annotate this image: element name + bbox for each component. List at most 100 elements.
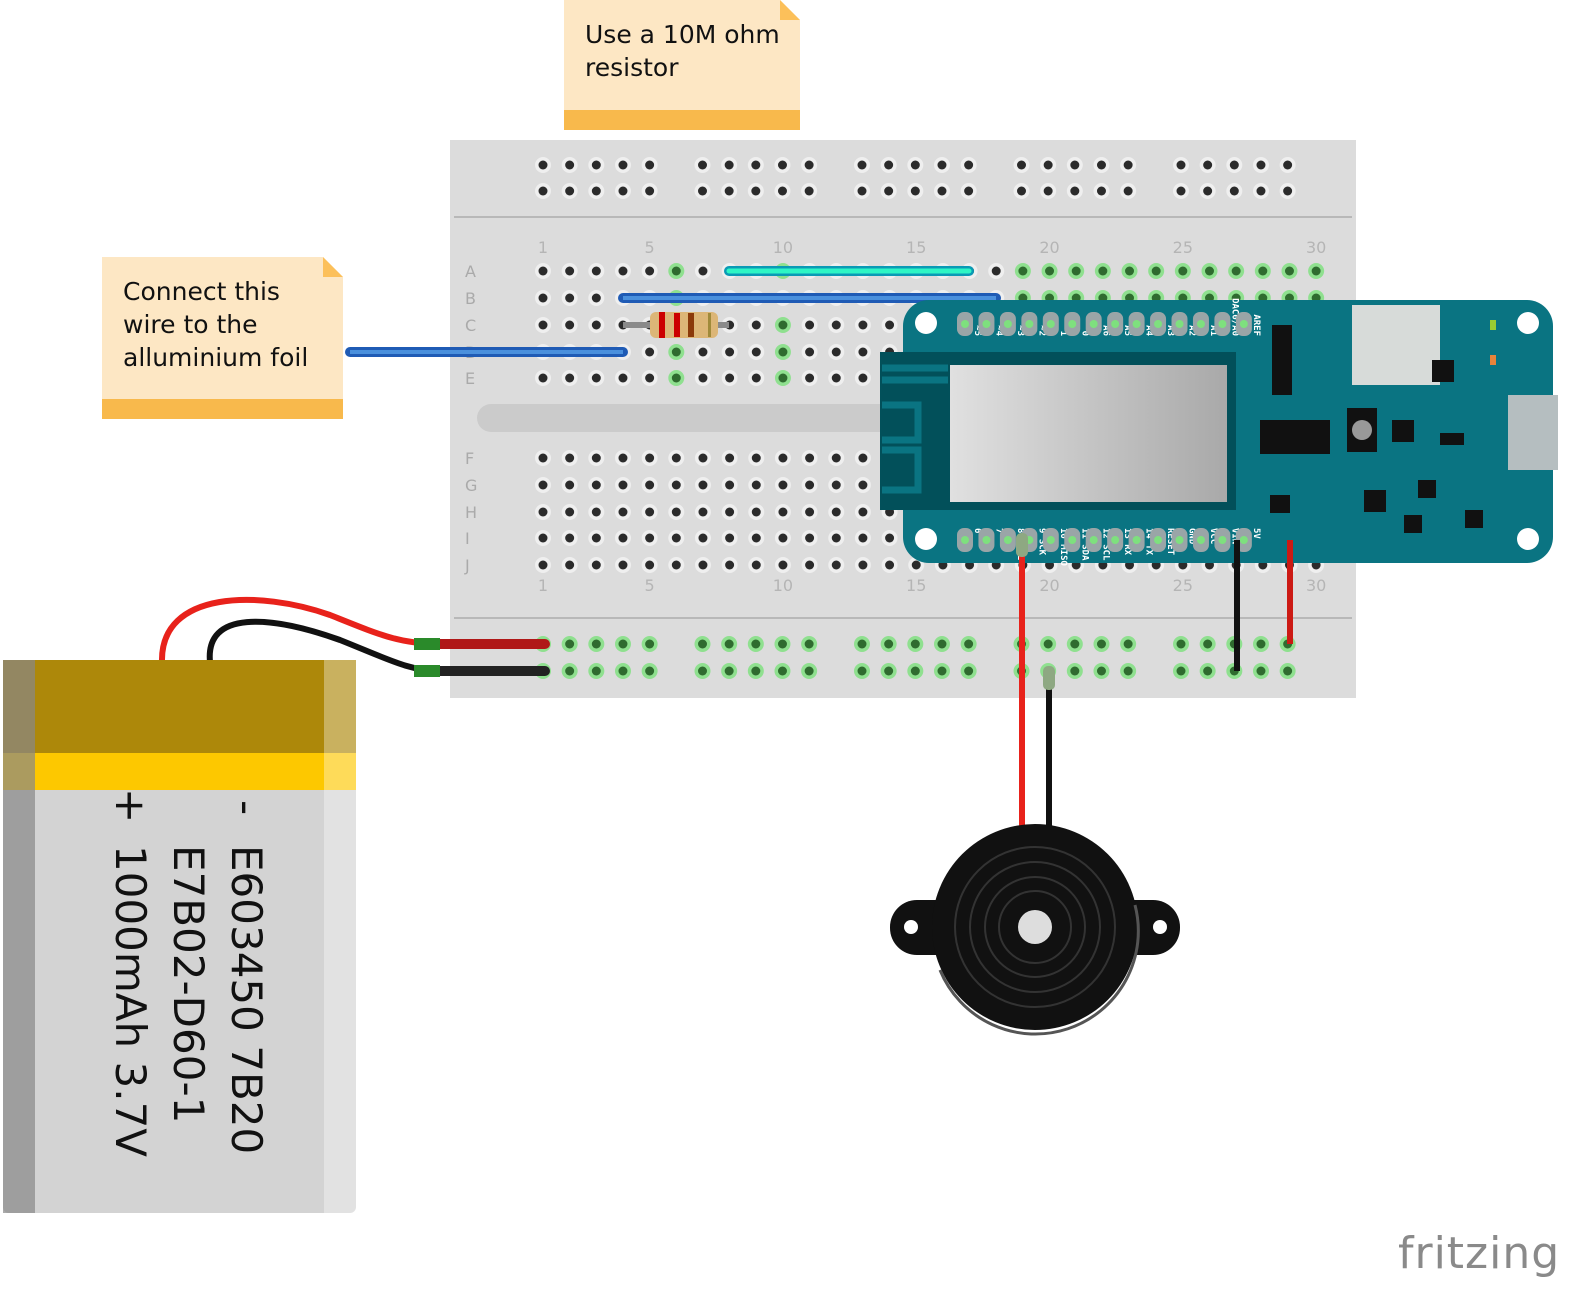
row-label: G — [465, 476, 477, 495]
hole-center — [1096, 639, 1106, 649]
hole-center — [671, 266, 681, 276]
hole-center — [1070, 160, 1080, 170]
hole-center — [778, 560, 788, 570]
hole-center — [885, 560, 895, 570]
hole-center — [565, 320, 575, 330]
hole-center — [698, 480, 708, 490]
hole-center — [1231, 266, 1241, 276]
hole-center — [725, 560, 735, 570]
piezo-buzzer[interactable] — [890, 824, 1180, 1036]
pin-label: 7 — [993, 528, 1003, 533]
hole-center — [725, 507, 735, 517]
pin-pad — [1068, 536, 1077, 544]
hole-center — [1284, 266, 1294, 276]
hole-center — [1070, 666, 1080, 676]
column-label: 20 — [1039, 238, 1059, 257]
pin-label: ~4 — [993, 325, 1003, 336]
hole-center — [618, 666, 628, 676]
hole-center — [538, 160, 548, 170]
hole-center — [591, 560, 601, 570]
hole-center — [565, 453, 575, 463]
pin-pad — [1239, 536, 1248, 544]
note-foil-text: Connect this wire to the alluminium foil — [123, 277, 309, 372]
hole-center — [1045, 266, 1055, 276]
hole-center — [831, 373, 841, 383]
pin-label: A5 — [1122, 325, 1132, 336]
hole-center — [991, 266, 1001, 276]
hole-center — [778, 480, 788, 490]
hole-center — [698, 347, 708, 357]
hole-center — [1123, 186, 1133, 196]
hole-center — [831, 507, 841, 517]
hole-center — [751, 666, 761, 676]
hole-center — [1096, 186, 1106, 196]
hole-center — [937, 160, 947, 170]
note-resistor-text: Use a 10M ohm resistor — [585, 20, 780, 82]
pin-label: A6 — [1101, 325, 1111, 336]
pin-label: A2 — [1187, 325, 1197, 336]
hole-center — [591, 186, 601, 196]
battery-wire-red[interactable] — [158, 596, 545, 663]
hole-center — [804, 186, 814, 196]
pin-label: A1 — [1208, 325, 1218, 336]
hole-center — [884, 639, 894, 649]
hole-center — [964, 639, 974, 649]
note-foil[interactable]: Connect this wire to the alluminium foil — [102, 257, 343, 419]
note-resistor[interactable]: Use a 10M ohm resistor — [564, 0, 800, 130]
pin-label: ~3 — [1015, 325, 1025, 336]
usb-port[interactable] — [1508, 395, 1558, 470]
hole-center — [698, 453, 708, 463]
column-label: 25 — [1173, 238, 1193, 257]
hole-center — [937, 639, 947, 649]
hole-center — [1203, 666, 1213, 676]
hole-center — [671, 347, 681, 357]
hole-center — [618, 560, 628, 570]
pin-pad — [1132, 320, 1141, 328]
hole-center — [538, 507, 548, 517]
hole-center — [805, 533, 815, 543]
hole-center — [698, 639, 707, 649]
hole-center — [777, 666, 787, 676]
hole-center — [1203, 160, 1213, 170]
pin-pad — [1111, 320, 1120, 328]
hole-center — [618, 507, 628, 517]
breadboard-labels: ABCDEFGHIJ115510101515202025253030 — [464, 238, 1326, 595]
hole-center — [698, 666, 707, 676]
hole-center — [857, 186, 867, 196]
hole-center — [778, 347, 788, 357]
pin-pad — [982, 320, 991, 328]
resistor-10m[interactable] — [623, 312, 729, 338]
hole-center — [1176, 160, 1186, 170]
hole-center — [725, 453, 735, 463]
hole-center — [751, 347, 761, 357]
hole-center — [804, 639, 814, 649]
column-label: 30 — [1306, 576, 1326, 595]
hole-center — [538, 266, 548, 276]
hole-center — [857, 666, 867, 676]
hole-center — [591, 320, 601, 330]
hole-center — [805, 507, 815, 517]
hole-center — [805, 320, 815, 330]
hole-center — [805, 560, 815, 570]
pin-label: 12 SCL — [1101, 528, 1111, 561]
pin-pad — [1046, 536, 1055, 544]
hole-center — [778, 453, 788, 463]
hole-center — [858, 480, 868, 490]
hole-center — [884, 186, 894, 196]
hole-center — [884, 666, 894, 676]
hole-center — [831, 453, 841, 463]
hole-center — [964, 160, 974, 170]
row-label: B — [465, 289, 476, 308]
pin-label: 9 SCK — [1036, 528, 1046, 556]
hole-center — [964, 186, 974, 196]
hole-center — [1018, 266, 1028, 276]
row-label: H — [465, 503, 477, 522]
hole-center — [671, 507, 681, 517]
hole-center — [618, 266, 628, 276]
pin-label: AREF — [1251, 314, 1261, 336]
lipo-battery: - E603450 7B20 E7B02-D60-1 + 1000mAh 3.7… — [3, 660, 356, 1213]
hole-center — [618, 480, 628, 490]
hole-center — [751, 160, 761, 170]
hole-center — [725, 373, 735, 383]
